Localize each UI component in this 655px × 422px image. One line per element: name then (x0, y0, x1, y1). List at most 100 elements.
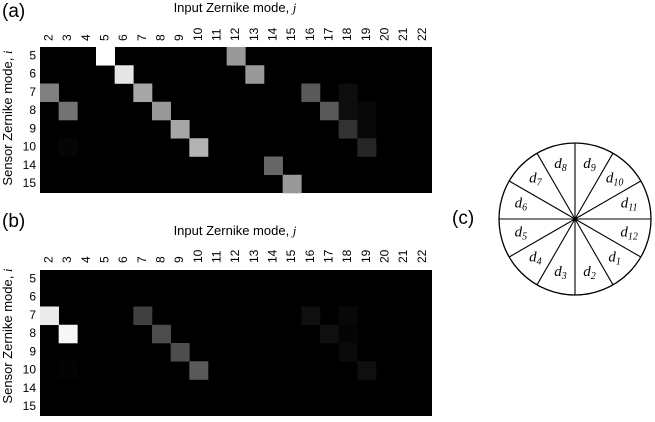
heatmap-b-col-label: 4 (79, 256, 93, 263)
panel-a-ylabel-text: Sensor Zernike mode, (0, 54, 15, 186)
heatmap-b-col-label: 7 (135, 256, 149, 263)
heatmap-b-cell (320, 324, 339, 344)
heatmap-a-col-label: 12 (228, 27, 242, 41)
heatmap-a-cell (226, 47, 246, 66)
sector-label: d2 (583, 265, 596, 283)
heatmap-b-cell (338, 343, 358, 362)
sector-label-base: d (608, 250, 616, 266)
sector-label: d9 (583, 156, 596, 174)
heatmap-b-col-label: 19 (359, 249, 373, 263)
heatmap-b-row-label: 6 (29, 290, 36, 304)
heatmap-b-cell (58, 361, 78, 380)
heatmap-a-col-label: 11 (210, 28, 224, 41)
heatmap-a-col-label: 2 (42, 34, 56, 41)
heatmap-b-col-label: 2 (42, 256, 56, 263)
heatmap-a-cell (58, 138, 78, 157)
heatmap-b-row-label: 10 (23, 363, 37, 377)
panel-b-label: (b) (2, 211, 25, 232)
heatmap-a-col-label: 21 (396, 27, 410, 41)
heatmap-b-row-label: 15 (23, 399, 37, 413)
heatmap-b-col-label: 22 (415, 249, 429, 263)
sector-label-base: d (515, 196, 523, 212)
heatmap-b-row-label: 7 (29, 308, 36, 322)
heatmap-a-col-label: 19 (359, 27, 373, 41)
panel-c-label: (c) (452, 208, 474, 229)
heatmap-b-cell (133, 306, 153, 326)
panel-a-title-text: Input Zernike mode, (174, 0, 293, 15)
heatmap-a-col-label: 13 (247, 27, 261, 41)
heatmap-a-col-label: 15 (284, 27, 298, 41)
sector-label-subscript: 9 (591, 163, 596, 174)
heatmap-a-cell (133, 83, 153, 103)
sector-label-base: d (554, 156, 562, 172)
heatmap-a-cell (338, 120, 358, 139)
sector-label-subscript: 2 (591, 271, 596, 282)
heatmap-b-row-label: 9 (29, 344, 36, 358)
sector-label-base: d (529, 250, 537, 266)
sector-label-base: d (554, 265, 562, 281)
sector-label-base: d (583, 265, 591, 281)
heatmap-a-cell (189, 138, 209, 157)
sector-label-subscript: 11 (628, 203, 637, 214)
sector-label-subscript: 10 (613, 178, 623, 189)
heatmap-a-cell (320, 101, 339, 121)
heatmap-a-cell (357, 138, 377, 157)
heatmap-a-col-label: 17 (322, 27, 336, 41)
heatmap-a-col-label: 5 (98, 34, 112, 41)
heatmap-a-row-label: 8 (29, 103, 36, 117)
heatmap-a-col-label: 9 (172, 34, 186, 41)
heatmap-a-row-label: 6 (29, 67, 36, 81)
heatmap-b-col-label: 20 (378, 249, 392, 263)
heatmap-a-col-label: 7 (135, 34, 149, 41)
sector-label-base: d (583, 156, 591, 172)
sector-label-subscript: 12 (628, 232, 638, 243)
sector-label: d7 (529, 171, 543, 189)
heatmap-b-col-label: 16 (303, 249, 317, 263)
sector-label: d5 (515, 225, 528, 243)
sector-label-base: d (620, 225, 628, 241)
heatmap-a-row-label: 7 (29, 85, 36, 99)
heatmap-a-col-label: 6 (116, 34, 130, 41)
panel-a: (a) Input Zernike mode, j Sensor Zernike… (0, 0, 432, 194)
heatmap-a-cell (96, 47, 115, 66)
heatmap-b-col-label: 11 (210, 250, 224, 263)
heatmap-a-row-label: 5 (29, 48, 36, 62)
heatmap-b-col-label: 15 (284, 249, 298, 263)
heatmap-b-col-label: 14 (266, 249, 280, 263)
heatmap-a-col-label: 16 (303, 27, 317, 41)
heatmap-a-cell (338, 101, 358, 121)
heatmap-a-cell (357, 101, 377, 121)
heatmap-a-col-label: 8 (154, 34, 168, 41)
heatmap-a-col-label: 22 (415, 27, 429, 41)
heatmap-b-col-label: 8 (154, 256, 168, 263)
heatmap-a-col-label: 4 (79, 34, 93, 41)
sector-label-subscript: 5 (522, 232, 527, 243)
sector-divider (536, 152, 576, 220)
heatmap-a-cell (114, 65, 134, 84)
heatmap-a-cell (338, 83, 358, 103)
heatmap-b-cell (338, 306, 358, 326)
heatmap-a-col-label: 3 (60, 34, 74, 41)
panel-a-title: Input Zernike mode, j (174, 0, 297, 15)
heatmap-b-row-label: 5 (29, 271, 36, 285)
sector-divider (508, 218, 576, 258)
panel-a-ylabel: Sensor Zernike mode, i (0, 50, 15, 186)
heatmap-b-cell (170, 343, 190, 362)
sector-label-subscript: 8 (562, 163, 567, 174)
sector-divider (574, 152, 614, 220)
heatmap-b-row-label: 8 (29, 326, 36, 340)
heatmap-b-row-label: 14 (23, 381, 37, 395)
heatmap-b-cell (40, 306, 59, 326)
panel-b-title: Input Zernike mode, j (174, 223, 297, 238)
sector-label: d11 (621, 196, 638, 214)
heatmap-a-col-label: 18 (340, 27, 354, 41)
sector-divider (508, 180, 576, 220)
heatmap-a-cell (282, 174, 302, 194)
sector-divider (536, 218, 576, 286)
heatmap-a-row-label: 10 (23, 140, 37, 154)
heatmap-a-col-label: 20 (378, 27, 392, 41)
sector-label-base: d (621, 196, 629, 212)
panel-b-ylabel-var: i (0, 268, 15, 272)
